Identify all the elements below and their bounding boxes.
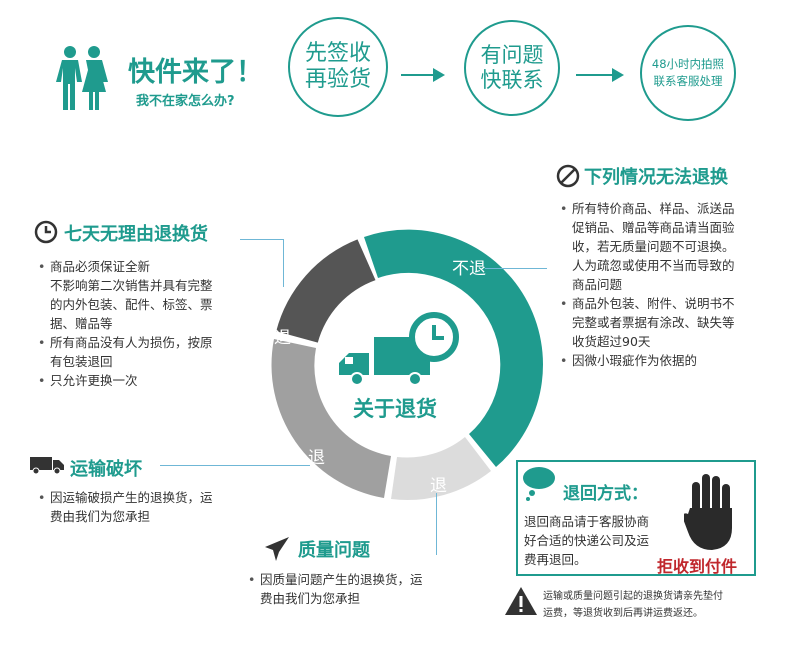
- leader-seven-days-h: [240, 239, 284, 240]
- header-subtitle: 我不在家怎么办?: [136, 94, 235, 109]
- no-return-item: 商品外包装、附件、说明书不 完整或者票据有涂改、缺失等 收货超过90天: [560, 294, 780, 351]
- segment-label-bottom: 退: [430, 476, 447, 496]
- step3-line1: 48小时内拍照: [651, 57, 725, 71]
- ban-icon: [556, 164, 580, 188]
- return-donut: [271, 229, 543, 500]
- seven-days-item: 只允许更换一次: [38, 371, 258, 390]
- return-method-box: [516, 460, 756, 576]
- arrow-1-head: [433, 68, 445, 82]
- step-contact: 有问题快联系: [464, 20, 560, 116]
- step3-line2: 联系客服处理: [653, 74, 723, 88]
- segment-label-left: 退: [274, 328, 291, 348]
- arrow-1: [401, 74, 435, 76]
- seven-days-item: 商品必须保证全新 不影响第二次销售并具有完整 的内外包装、配件、标签、票 据、赠…: [38, 257, 258, 333]
- no-return-item: 所有特价商品、样品、派送品 促销品、赠品等商品请当面验 收，若无质量问题不可退换…: [560, 199, 780, 294]
- transport-title: 运输破坏: [70, 459, 142, 480]
- stop-hand-icon: [684, 474, 732, 550]
- leader-seven-days-v: [283, 239, 284, 287]
- truck-icon: [30, 457, 64, 475]
- seven-days-title: 七天无理由退换货: [64, 224, 208, 245]
- donut-segment-left: [276, 239, 376, 343]
- arrow-2-head: [612, 68, 624, 82]
- quality-list: 因质量问题产生的退换货，运 费由我们为您承担: [248, 570, 468, 608]
- step1-line2: 再验货: [304, 67, 371, 92]
- leader-no-return: [485, 268, 547, 269]
- donut-segment-bottom-left: [271, 339, 391, 498]
- return-method-title: 退回方式：: [563, 484, 648, 504]
- arrow-2: [576, 74, 614, 76]
- step2-line2: 快联系: [480, 68, 544, 92]
- clock-icon: [34, 220, 58, 244]
- center-title: 关于退货: [353, 397, 437, 421]
- refuse-cod-label: 拒收到付件: [657, 557, 738, 576]
- segment-label-bottom-left: 退: [308, 448, 325, 468]
- no-return-title: 下列情况无法退换: [584, 167, 728, 188]
- step1-line1: 先签收: [304, 41, 371, 66]
- header-title: 快件来了！: [128, 57, 263, 88]
- quality-title: 质量问题: [298, 540, 370, 561]
- warning-text: 运输或质量问题引起的退换货请亲先垫付 运费，等退货收到后再讲运费返还。: [543, 591, 723, 619]
- no-return-list: 所有特价商品、样品、派送品 促销品、赠品等商品请当面验 收，若无质量问题不可退换…: [560, 199, 780, 370]
- step-sign-inspect: 先签收再验货: [288, 17, 388, 117]
- transport-item: 因运输破损产生的退换货，运 费由我们为您承担: [38, 488, 258, 526]
- donut-segment-top: [364, 229, 543, 467]
- leader-transport: [160, 465, 310, 466]
- donut-segment-bottom: [391, 437, 491, 500]
- airplane-icon: [265, 537, 289, 561]
- step-photo: 48小时内拍照联系客服处理: [640, 25, 736, 121]
- seven-days-list: 商品必须保证全新 不影响第二次销售并具有完整 的内外包装、配件、标签、票 据、赠…: [38, 257, 258, 390]
- no-return-item: 因微小瑕疵作为依据的: [560, 351, 780, 370]
- people-icon: [56, 46, 108, 110]
- warning-icon: [505, 587, 537, 615]
- transport-list: 因运输破损产生的退换货，运 费由我们为您承担: [38, 488, 258, 526]
- return-method-text: 退回商品请于客服协商 好合适的快递公司及运 费再退回。: [524, 514, 650, 567]
- leader-quality: [436, 493, 437, 555]
- quality-item: 因质量问题产生的退换货，运 费由我们为您承担: [248, 570, 468, 608]
- step2-line1: 有问题: [480, 43, 544, 67]
- segment-label-top: 不退: [452, 259, 486, 279]
- seven-days-item: 所有商品没有人为损伤，按原 有包装退回: [38, 333, 258, 371]
- truck-clock-icon: [339, 312, 459, 386]
- thought-bubble-icon: [523, 467, 555, 501]
